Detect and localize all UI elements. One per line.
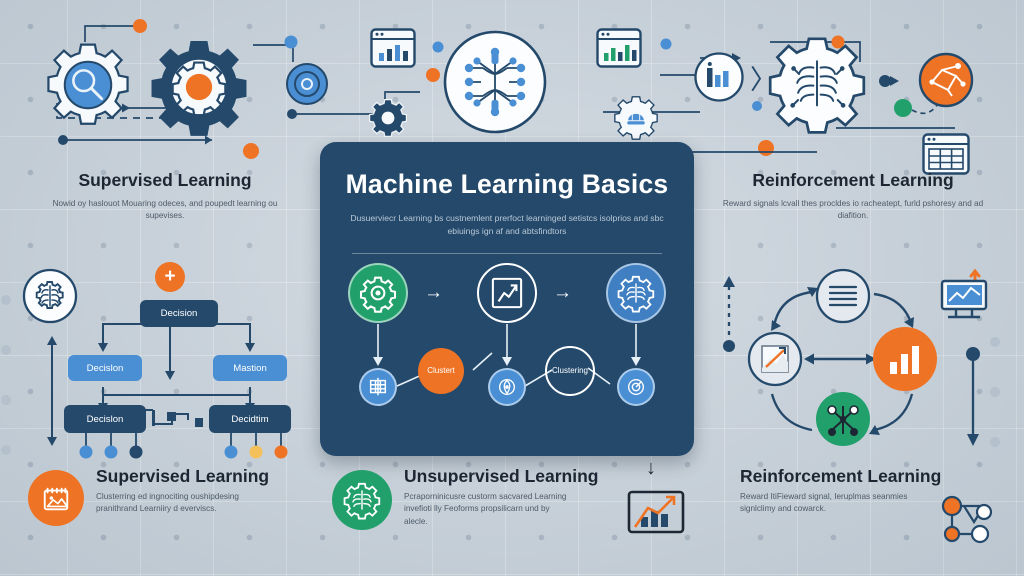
tree-node-root[interactable]: Decision (140, 300, 218, 327)
brain-gear-node[interactable] (606, 262, 666, 323)
section-title: Unsupervised Learning (404, 466, 599, 486)
main-panel: Machine Learning Basics Dusuerviecr Lear… (320, 142, 694, 456)
section-title: Supervised Learning (96, 466, 270, 486)
monitor-chart-icon (940, 268, 988, 319)
cluster-bubble[interactable]: Clustert (418, 347, 464, 394)
network-orange-icon (918, 52, 974, 108)
section-body: Nowid oy haslouot Mouaring odeces, and p… (52, 199, 278, 221)
section-supervised-top: Supervised Learning Nowid oy haslouot Mo… (40, 170, 290, 223)
section-reinforcement-bottom: Reinforcement Learning Reward ItiFieward… (740, 466, 1020, 516)
brain-gear-icon-badge[interactable] (332, 470, 392, 530)
right-edge-dots (990, 337, 1000, 447)
section-title: Reinforcement Learning (752, 170, 954, 190)
section-reinforcement-top: Reinforcement Learning Reward signals lc… (722, 170, 984, 223)
tree-node-left-1[interactable]: Decislon (68, 355, 142, 381)
chart-node[interactable] (477, 262, 537, 323)
tree-node-left-2[interactable]: Decislon (64, 405, 146, 433)
bar-chart-window-green-icon (596, 28, 642, 68)
left-edge-dots (1, 295, 11, 455)
server-gear-icon (614, 96, 658, 140)
grid-node[interactable] (359, 367, 397, 406)
table-window-icon (922, 133, 970, 175)
gear-solid-icon (151, 40, 247, 136)
atom-node[interactable] (488, 367, 526, 406)
tree-node-right-1[interactable]: Mastion (213, 355, 287, 381)
target-node[interactable] (617, 367, 655, 406)
section-body: Reward signals lcvall thes procldes io r… (722, 199, 984, 221)
atom-icon (498, 378, 516, 395)
image-frame-icon (43, 487, 69, 511)
clustering-bubble[interactable]: Clustering (545, 345, 595, 396)
tree-node-label: Decidtim (231, 413, 269, 425)
tree-node-right-2[interactable]: Decidtim (209, 405, 291, 433)
tree-node-label: Decision (160, 308, 198, 319)
tree-node-label: Decislon (86, 362, 124, 374)
growth-chart-icon (627, 490, 685, 534)
neural-chip-icon (443, 30, 547, 134)
bar-chart-circle-icon (694, 52, 744, 102)
panel-diagram: → → (320, 258, 694, 428)
bar-chart-window-icon (370, 28, 416, 68)
section-title: Reinforcement Learning (740, 466, 942, 486)
target-icon (627, 378, 645, 395)
image-frame-icon-badge[interactable] (28, 470, 84, 526)
section-title: Supervised Learning (78, 170, 252, 190)
arrow-2: → (553, 281, 572, 303)
cycle-right-arrow (966, 347, 980, 446)
section-supervised-bottom: Supervised Learning Clusterring ed ingno… (28, 466, 328, 526)
cluster-bubble-label: Clustert (427, 366, 455, 376)
section-body: Clusterring ed ingnociting oushipdesing … (96, 492, 239, 514)
brain-gear-circle-icon (22, 268, 78, 324)
page-title: Machine Learning Basics (345, 169, 669, 199)
down-arrow-icon: ↓ (646, 457, 656, 479)
data-grid-icon (369, 377, 387, 395)
gear-icon (359, 276, 397, 313)
clustering-bubble-label: Clustering (551, 366, 588, 376)
trend-chart-icon (491, 277, 523, 308)
node-graph-icon (941, 495, 993, 544)
cycle-diagram (747, 268, 937, 446)
section-body: Pcraporninicusre custorm sacvared Learni… (404, 492, 567, 526)
brain-gear-icon (343, 482, 381, 520)
gear-small-icon (369, 99, 407, 137)
cycle-left-arrow (723, 276, 735, 352)
gear-node[interactable] (348, 262, 408, 323)
tree-node-label: Decislon (86, 413, 124, 425)
arrow-1: → (424, 281, 443, 303)
tree-node-label: Mastion (233, 362, 267, 374)
tree-leaf-dots (79, 433, 288, 459)
gear-search-icon (47, 43, 129, 125)
section-unsupervised-bottom: Unsupervised Learning Pcraporninicusre c… (332, 466, 632, 530)
add-node-badge-label: + (164, 266, 176, 287)
panel-subtitle: Dusuerviecr Learning bs custnemlent prer… (350, 213, 664, 237)
add-node-badge[interactable]: + (155, 262, 185, 292)
panel-divider (352, 252, 662, 254)
brain-gear-icon (617, 275, 655, 313)
brain-gear-icon (768, 37, 866, 134)
target-circle-icon (286, 63, 328, 105)
section-body: Reward ItiFieward signal, Ieruplmas sean… (740, 492, 908, 514)
